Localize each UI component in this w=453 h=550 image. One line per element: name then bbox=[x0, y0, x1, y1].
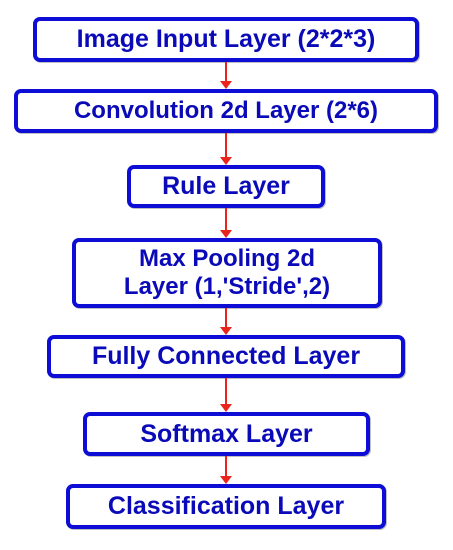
image-input-layer-box: Image Input Layer (2*2*3) bbox=[33, 17, 419, 62]
arrow-head-icon bbox=[220, 404, 232, 412]
layer-label: Convolution 2d Layer (2*6) bbox=[73, 97, 379, 125]
rule-layer-box: Rule Layer bbox=[127, 165, 325, 208]
softmax-layer-box: Softmax Layer bbox=[83, 412, 370, 456]
arrow-head-icon bbox=[220, 157, 232, 165]
arrow-shaft bbox=[225, 133, 227, 159]
layer-label: Fully Connected Layer bbox=[91, 342, 361, 371]
arrow-shaft bbox=[225, 208, 227, 232]
flow-arrow bbox=[220, 208, 232, 238]
convolution-2d-layer-box: Convolution 2d Layer (2*6) bbox=[14, 89, 438, 133]
layer-label-stack: Max Pooling 2d Layer (1,'Stride',2) bbox=[124, 245, 330, 300]
arrow-head-icon bbox=[220, 81, 232, 89]
arrow-shaft bbox=[225, 456, 227, 478]
flow-arrow bbox=[220, 308, 232, 335]
layer-label: Softmax Layer bbox=[140, 419, 313, 448]
arrow-shaft bbox=[225, 308, 227, 329]
layer-label: Rule Layer bbox=[162, 172, 290, 201]
flow-arrow bbox=[220, 62, 232, 89]
layer-label: Classification Layer bbox=[107, 492, 345, 521]
arrow-shaft bbox=[225, 378, 227, 406]
flow-arrow bbox=[220, 378, 232, 412]
arrow-head-icon bbox=[220, 476, 232, 484]
flow-arrow bbox=[220, 456, 232, 484]
layer-label: Image Input Layer (2*2*3) bbox=[76, 25, 376, 54]
max-pooling-2d-layer-box: Max Pooling 2d Layer (1,'Stride',2) bbox=[72, 238, 382, 308]
arrow-shaft bbox=[225, 62, 227, 83]
arrow-head-icon bbox=[220, 230, 232, 238]
flow-arrow bbox=[220, 133, 232, 165]
arrow-head-icon bbox=[220, 327, 232, 335]
fully-connected-layer-box: Fully Connected Layer bbox=[47, 335, 405, 378]
layer-label-line-2: Layer (1,'Stride',2) bbox=[123, 273, 331, 300]
layer-label-line-1: Max Pooling 2d bbox=[138, 245, 315, 273]
classification-layer-box: Classification Layer bbox=[66, 484, 386, 529]
